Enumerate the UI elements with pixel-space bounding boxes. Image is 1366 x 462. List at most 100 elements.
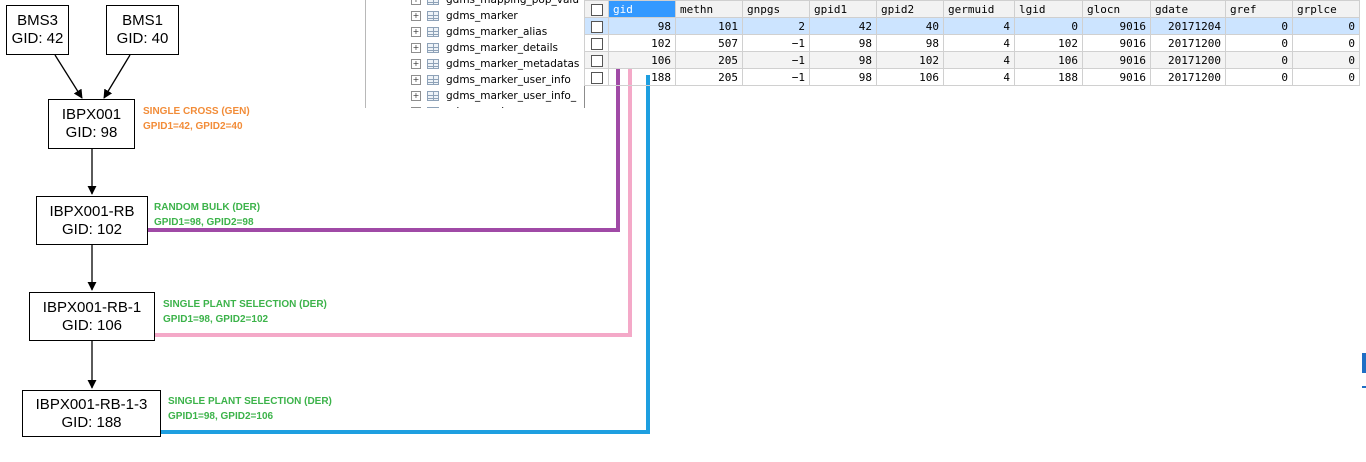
cell-germuid[interactable]: 4 — [943, 17, 1015, 35]
cell-gpid1[interactable]: 98 — [809, 34, 877, 52]
table-icon — [427, 0, 439, 5]
cell-gnpgs[interactable]: −1 — [742, 51, 810, 69]
cell-gpid1[interactable]: 98 — [809, 51, 877, 69]
node-name: BMS3 — [17, 12, 58, 29]
method-note-sps-188: SINGLE PLANT SELECTION (DER) GPID1=98, G… — [168, 394, 332, 424]
tree-item-label: gdms_marker_details — [446, 42, 558, 54]
cell-lgid[interactable]: 0 — [1014, 17, 1083, 35]
column-header-gref[interactable]: gref — [1225, 0, 1293, 18]
tree-item-label: gdms_mapping_pop_valu — [446, 0, 579, 6]
column-header-grplce[interactable]: grplce — [1292, 0, 1360, 18]
row-checkbox[interactable] — [584, 34, 609, 52]
tree-item[interactable]: + gdms_marker_user_info_ — [366, 88, 584, 104]
cell-gpid1[interactable]: 98 — [809, 68, 877, 86]
cell-germuid[interactable]: 4 — [943, 68, 1015, 86]
connector-pink — [155, 62, 632, 337]
cell-gnpgs[interactable]: −1 — [742, 34, 810, 52]
cell-methn[interactable]: 205 — [675, 51, 743, 69]
column-header-glocn[interactable]: glocn — [1082, 0, 1151, 18]
row-checkbox[interactable] — [584, 17, 609, 35]
cell-gref[interactable]: 0 — [1225, 68, 1293, 86]
cell-gid[interactable]: 102 — [608, 34, 676, 52]
table-row[interactable]: 188 205 −1 98 106 4 188 9016 20171200 0 … — [584, 68, 1360, 86]
cell-germuid[interactable]: 4 — [943, 34, 1015, 52]
table-icon — [427, 27, 439, 37]
cell-gref[interactable]: 0 — [1225, 51, 1293, 69]
cell-gpid1[interactable]: 42 — [809, 17, 877, 35]
cell-grplce[interactable]: 0 — [1292, 51, 1360, 69]
cell-methn[interactable]: 101 — [675, 17, 743, 35]
row-checkbox[interactable] — [584, 51, 609, 69]
cell-glocn[interactable]: 9016 — [1082, 17, 1151, 35]
cell-gid[interactable]: 98 — [608, 17, 676, 35]
column-header-lgid[interactable]: lgid — [1014, 0, 1083, 18]
cell-gpid2[interactable]: 106 — [876, 68, 944, 86]
expand-icon[interactable]: + — [411, 59, 421, 69]
cell-grplce[interactable]: 0 — [1292, 68, 1360, 86]
tree-item-label: gdms_marker_user_info_ — [446, 90, 577, 102]
column-header-methn[interactable]: methn — [675, 0, 743, 18]
column-header-gdate[interactable]: gdate — [1150, 0, 1226, 18]
cell-methn[interactable]: 507 — [675, 34, 743, 52]
node-name: BMS1 — [122, 12, 163, 29]
tree-item[interactable]: + gdms_mapping_pop_valu — [366, 0, 584, 8]
cell-gpid2[interactable]: 102 — [876, 51, 944, 69]
method-label: SINGLE PLANT SELECTION (DER) — [168, 396, 332, 407]
node-gid: GID: 102 — [61, 220, 123, 238]
column-header-gnpgs[interactable]: gnpgs — [742, 0, 810, 18]
cell-gref[interactable]: 0 — [1225, 34, 1293, 52]
cell-lgid[interactable]: 188 — [1014, 68, 1083, 86]
expand-icon[interactable]: + — [411, 11, 421, 21]
tree-item[interactable]: + gdms_marker_user_info — [366, 72, 584, 88]
cell-methn[interactable]: 205 — [675, 68, 743, 86]
expand-icon[interactable]: + — [411, 107, 421, 108]
cell-gpid2[interactable]: 40 — [876, 17, 944, 35]
select-all-checkbox[interactable] — [584, 0, 609, 18]
cell-gdate[interactable]: 20171204 — [1150, 17, 1226, 35]
expand-icon[interactable]: + — [411, 27, 421, 37]
column-header-germuid[interactable]: germuid — [943, 0, 1015, 18]
expand-icon[interactable]: + — [411, 0, 421, 5]
cell-gid[interactable]: 188 — [608, 68, 676, 86]
node-gid: GID: 106 — [61, 316, 123, 334]
cell-gpid2[interactable]: 98 — [876, 34, 944, 52]
tree-item[interactable]: + gdms_marker_details — [366, 40, 584, 56]
node-name: IBPX001 — [61, 106, 122, 123]
table-row[interactable]: 102 507 −1 98 98 4 102 9016 20171200 0 0 — [584, 34, 1360, 52]
cell-gdate[interactable]: 20171200 — [1150, 51, 1226, 69]
method-label: RANDOM BULK (DER) — [154, 202, 261, 213]
tree-item[interactable]: + gdms_marker_alias — [366, 24, 584, 40]
cell-glocn[interactable]: 9016 — [1082, 51, 1151, 69]
cell-gdate[interactable]: 20171200 — [1150, 68, 1226, 86]
column-header-gpid2[interactable]: gpid2 — [876, 0, 944, 18]
tree-item[interactable]: + gdms_markn — [366, 104, 584, 108]
connector-purple — [148, 58, 620, 232]
table-row[interactable]: 98 101 2 42 40 4 0 9016 20171204 0 0 — [584, 17, 1360, 35]
cell-gdate[interactable]: 20171200 — [1150, 34, 1226, 52]
cell-grplce[interactable]: 0 — [1292, 17, 1360, 35]
node-name: IBPX001-RB-1 — [42, 298, 142, 316]
column-header-gpid1[interactable]: gpid1 — [809, 0, 877, 18]
expand-icon[interactable]: + — [411, 43, 421, 53]
node-name: IBPX001-RB — [49, 202, 135, 220]
cell-glocn[interactable]: 9016 — [1082, 68, 1151, 86]
expand-icon[interactable]: + — [411, 91, 421, 101]
tree-item[interactable]: + gdms_marker_metadatas — [366, 56, 584, 72]
tree-item[interactable]: + gdms_marker — [366, 8, 584, 24]
node-gid: GID: 40 — [116, 30, 169, 47]
cell-grplce[interactable]: 0 — [1292, 34, 1360, 52]
cell-germuid[interactable]: 4 — [943, 51, 1015, 69]
table-row[interactable]: 106 205 −1 98 102 4 106 9016 20171200 0 … — [584, 51, 1360, 69]
column-header-gid[interactable]: gid — [608, 0, 676, 18]
parents-label: GPID1=98, GPID2=98 — [154, 217, 254, 228]
edge-fragment — [1362, 353, 1366, 373]
cell-gref[interactable]: 0 — [1225, 17, 1293, 35]
expand-icon[interactable]: + — [411, 75, 421, 85]
cell-lgid[interactable]: 102 — [1014, 34, 1083, 52]
cell-glocn[interactable]: 9016 — [1082, 34, 1151, 52]
row-checkbox[interactable] — [584, 68, 609, 86]
cell-gnpgs[interactable]: −1 — [742, 68, 810, 86]
cell-lgid[interactable]: 106 — [1014, 51, 1083, 69]
cell-gid[interactable]: 106 — [608, 51, 676, 69]
cell-gnpgs[interactable]: 2 — [742, 17, 810, 35]
